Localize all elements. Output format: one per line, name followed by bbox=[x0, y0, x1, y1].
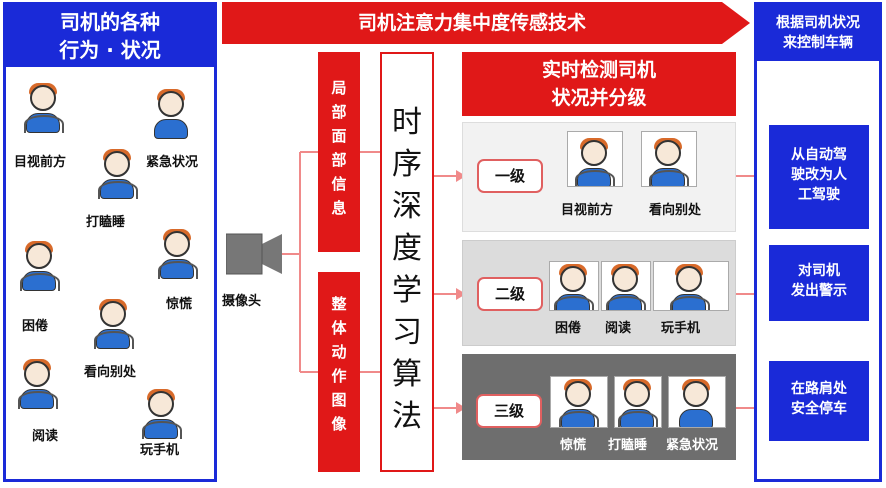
banner-title: 司机注意力集中度传感技术 bbox=[357, 12, 586, 34]
thumb-panic-icon bbox=[550, 376, 608, 428]
level-item-label: 阅读 bbox=[605, 321, 632, 336]
camera-label: 摄像头 bbox=[222, 294, 262, 309]
action-line: 工驾驶 bbox=[798, 187, 840, 203]
level-item-label: 紧急状况 bbox=[666, 438, 719, 453]
level-tag: 三级 bbox=[476, 394, 542, 428]
driver-forward-icon bbox=[22, 83, 68, 135]
action-line: 驶改为人 bbox=[791, 167, 847, 183]
driver-dozing-icon bbox=[96, 149, 142, 201]
level-item-label: 目视前方 bbox=[561, 203, 614, 218]
action-line: 对司机 bbox=[798, 263, 840, 279]
thumb-emergency-icon bbox=[668, 376, 726, 428]
detection-title: 实时检测司机 状况并分级 bbox=[462, 52, 736, 116]
behavior-label: 困倦 bbox=[22, 319, 49, 334]
behavior-label: 阅读 bbox=[32, 429, 59, 444]
level-tag: 二级 bbox=[477, 277, 543, 311]
driver-phone-icon bbox=[140, 389, 186, 441]
thumb-drowsy-icon bbox=[549, 261, 599, 311]
action-line: 从自动驾 bbox=[791, 147, 847, 163]
behavior-label: 打瞌睡 bbox=[86, 215, 126, 230]
driver-panic-icon bbox=[156, 229, 202, 281]
face-info-box: 局部面部信息 bbox=[318, 52, 360, 252]
level-three-panel: 三级 惊慌 打瞌睡 紧急状况 bbox=[462, 354, 736, 460]
level-item-label: 看向别处 bbox=[649, 203, 702, 218]
driver-reading-icon bbox=[16, 359, 62, 411]
level-item-label: 打瞌睡 bbox=[608, 438, 648, 453]
action-line: 安全停车 bbox=[791, 401, 847, 417]
driver-emergency-icon bbox=[150, 89, 196, 141]
algorithm-box: 时序深度学习算法 bbox=[380, 52, 434, 472]
action-safe-stop: 在路肩处 安全停车 bbox=[769, 361, 869, 441]
behavior-panel: 司机的各种 行为 · 状况 目视前方 紧急状况 打瞌睡 惊慌 困倦 看向别处 阅… bbox=[3, 2, 217, 482]
driver-drowsy-icon bbox=[18, 241, 64, 293]
camera-icon bbox=[226, 233, 282, 275]
action-line: 发出警示 bbox=[791, 283, 847, 299]
level-one-panel: 一级 目视前方 看向别处 bbox=[462, 122, 736, 232]
control-panel-title: 根据司机状况 来控制车辆 bbox=[757, 5, 879, 61]
thumb-phone-icon bbox=[653, 261, 729, 311]
action-warn-driver: 对司机 发出警示 bbox=[769, 245, 869, 321]
behavior-label: 惊慌 bbox=[166, 297, 193, 312]
body-action-box: 整体动作图像 bbox=[318, 272, 360, 472]
control-title-line1: 根据司机状况 bbox=[776, 15, 860, 31]
body-action-label: 整体动作图像 bbox=[331, 295, 347, 433]
behavior-title-line1: 司机的各种 bbox=[60, 10, 160, 34]
thumb-reading-icon bbox=[601, 261, 651, 311]
algorithm-label: 时序深度学习算法 bbox=[392, 105, 422, 434]
behavior-label: 紧急状况 bbox=[146, 155, 199, 170]
action-line: 在路肩处 bbox=[791, 381, 847, 397]
technology-banner bbox=[222, 2, 750, 44]
level-item-label: 惊慌 bbox=[560, 438, 587, 453]
behavior-label: 看向别处 bbox=[84, 365, 137, 380]
behavior-panel-title: 司机的各种 行为 · 状况 bbox=[6, 5, 214, 67]
behavior-title-line2: 行为 · 状况 bbox=[59, 38, 161, 62]
behavior-label: 玩手机 bbox=[140, 443, 180, 458]
face-info-label: 局部面部信息 bbox=[331, 79, 347, 217]
thumb-dozing-icon bbox=[614, 376, 662, 428]
behavior-label: 目视前方 bbox=[14, 155, 67, 170]
level-tag: 一级 bbox=[477, 159, 543, 193]
level-two-panel: 二级 困倦 阅读 玩手机 bbox=[462, 240, 736, 346]
thumb-forward-icon bbox=[567, 131, 623, 187]
action-manual-drive: 从自动驾 驶改为人 工驾驶 bbox=[769, 125, 869, 229]
detection-title-line1: 实时检测司机 bbox=[541, 59, 656, 81]
level-item-label: 玩手机 bbox=[661, 321, 701, 336]
control-panel: 根据司机状况 来控制车辆 从自动驾 驶改为人 工驾驶 对司机 发出警示 在路肩处… bbox=[754, 2, 882, 482]
driver-looking-away-icon bbox=[92, 299, 138, 351]
level-item-label: 困倦 bbox=[555, 321, 582, 336]
detection-title-line2: 状况并分级 bbox=[551, 87, 647, 109]
control-title-line2: 来控制车辆 bbox=[783, 35, 853, 51]
thumb-looking-away-icon bbox=[641, 131, 697, 187]
